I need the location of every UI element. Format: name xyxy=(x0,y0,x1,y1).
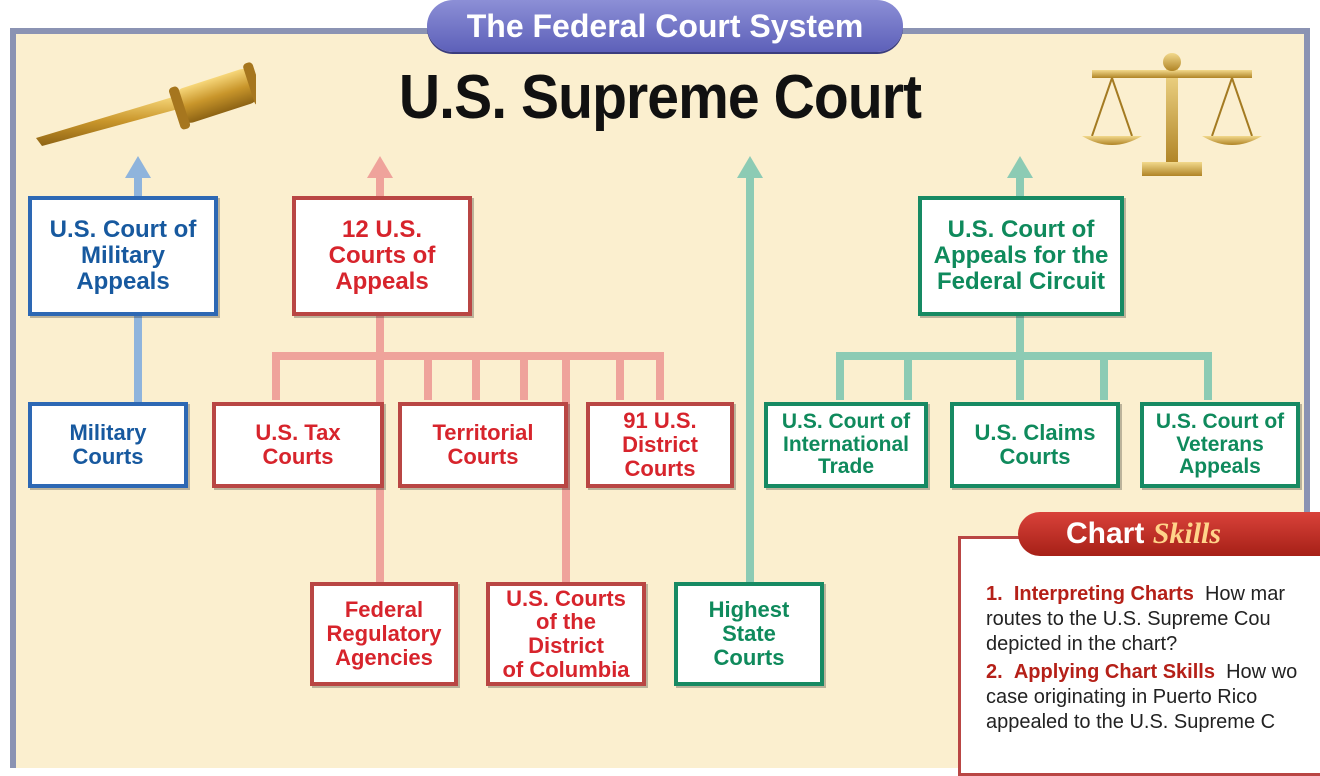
scales-of-justice-icon xyxy=(1082,53,1262,176)
court-dc-courts: U.S. Courts of the District of Columbia xyxy=(486,582,646,686)
federal-circuit-route-line xyxy=(1016,176,1024,198)
federal-circuit-branch-line xyxy=(836,352,1212,360)
appeals-branch-line xyxy=(424,352,432,400)
appeals-branch-line xyxy=(616,352,624,400)
appeals-branch-line xyxy=(520,352,528,400)
federal-court-diagram: The Federal Court System U.S. Supreme Co… xyxy=(10,0,1320,776)
federal-circuit-arrow xyxy=(1007,156,1033,178)
court-claims-courts: U.S. Claims Courts xyxy=(950,402,1120,488)
supreme-court-title: U.S. Supreme Court xyxy=(398,63,922,132)
federal-circuit-trunk-line xyxy=(1016,315,1024,357)
military-route-line xyxy=(134,176,142,198)
federal-circuit-branch-line xyxy=(836,352,844,400)
military-route-line xyxy=(134,315,142,403)
question-1: 1. Interpreting Charts How mar routes to… xyxy=(986,583,1285,655)
court-veterans-appeals: U.S. Court of Veterans Appeals xyxy=(1140,402,1300,488)
state-arrow xyxy=(737,156,763,178)
header-tab: The Federal Court System xyxy=(427,0,903,52)
court-federal-circuit: U.S. Court of Appeals for the Federal Ci… xyxy=(918,196,1124,316)
federal-circuit-branch-line xyxy=(904,352,912,400)
court-district-courts: 91 U.S. District Courts xyxy=(586,402,734,488)
court-military-appeals: U.S. Court of Military Appeals xyxy=(28,196,218,316)
gavel-icon xyxy=(36,62,256,146)
appeals-branch-line xyxy=(472,352,480,400)
chart-skills-tab: Chart Skills xyxy=(1018,512,1320,556)
court-international-trade: U.S. Court of International Trade xyxy=(764,402,928,488)
federal-circuit-branch-line xyxy=(1204,352,1212,400)
appeals-arrow xyxy=(367,156,393,178)
court-regulatory-agencies: Federal Regulatory Agencies xyxy=(310,582,458,686)
court-courts-of-appeals: 12 U.S. Courts of Appeals xyxy=(292,196,472,316)
court-territorial-courts: Territorial Courts xyxy=(398,402,568,488)
military-arrow xyxy=(125,156,151,178)
appeals-branch-line xyxy=(656,352,664,400)
federal-circuit-branch-line xyxy=(1100,352,1108,400)
court-tax-courts: U.S. Tax Courts xyxy=(212,402,384,488)
appeals-branch-line xyxy=(272,352,280,400)
federal-circuit-branch-line xyxy=(1016,352,1024,400)
court-highest-state: Highest State Courts xyxy=(674,582,824,686)
state-route-line xyxy=(746,176,754,585)
appeals-branch-line xyxy=(272,352,664,360)
question-2: 2. Applying Chart Skills How wo case ori… xyxy=(986,661,1298,733)
court-military-courts: Military Courts xyxy=(28,402,188,488)
appeals-route-line xyxy=(376,176,384,198)
